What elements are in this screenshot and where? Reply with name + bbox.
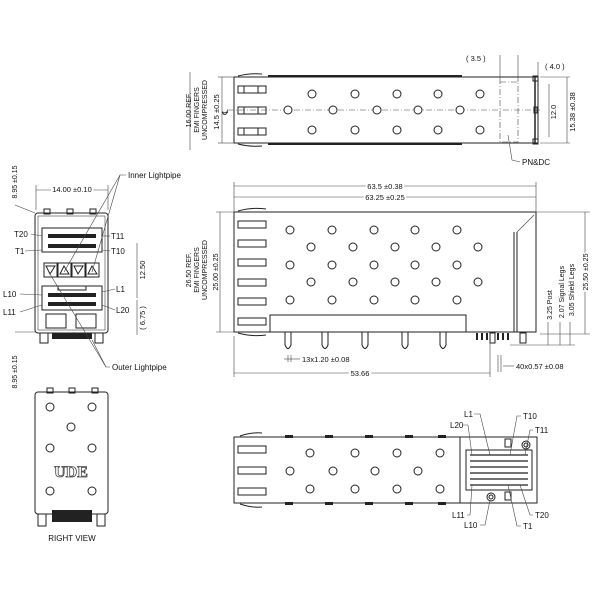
top-view: PN&DC 14.5 ±0.25 ℄ 16.00 REF. EMI FINGER… <box>186 54 577 167</box>
bottom-pin-l11: L11 <box>452 511 465 520</box>
centerline-symbol: ℄ <box>221 109 230 116</box>
front-bottom-offset: 8.95 ±0.15 <box>12 355 19 388</box>
front-top-offset: 8.95 ±0.15 <box>12 165 19 198</box>
pndc-callout: PN&DC <box>522 158 550 167</box>
front-view: T20 T1 T11 T10 L10 L11 L1 L20 Inner Ligh… <box>3 165 181 388</box>
right-view-body <box>34 391 109 515</box>
front-pin-t11: T11 <box>111 232 125 241</box>
dim-4-0: ( 4.0 ) <box>545 62 565 71</box>
bottom-pin-t11: T11 <box>535 426 549 435</box>
front-pin-l1: L1 <box>116 285 125 294</box>
front-pin-t1: T1 <box>15 247 25 256</box>
dim-15-38: 15.38 ±0.38 <box>568 92 577 132</box>
dim-12-0: 12.0 <box>549 105 558 120</box>
front-pitch-dim: 12.50 <box>138 261 147 280</box>
bottom-pin-t20: T20 <box>535 511 549 520</box>
side-overall-1: 63.5 ±0.38 <box>367 182 402 191</box>
bottom-pin-l20: L20 <box>450 421 464 430</box>
top-ref-3: UNCOMPRESSED <box>202 80 209 140</box>
length-dim: 53.66 <box>351 369 370 378</box>
side-view-body <box>233 211 537 333</box>
side-height: 25.00 ±0.25 <box>213 253 220 290</box>
bottom-view-body <box>233 436 461 504</box>
pitch-40x: 40x0.57 ±0.08 <box>516 362 564 371</box>
top-ref-1: 16.00 REF. <box>186 93 193 128</box>
side-ref-3: UNCOMPRESSED <box>202 240 209 300</box>
bottom-pin-l1: L1 <box>464 410 473 419</box>
side-ref-2: EMI FINGERS <box>194 247 201 293</box>
inner-lightpipe-callout: Inner Lightpipe <box>128 171 181 180</box>
front-pin-l20: L20 <box>116 306 130 315</box>
outer-lightpipe-callout: Outer Lightpipe <box>112 363 167 372</box>
side-ref-1: 26.50 REF. <box>186 253 193 288</box>
side-overall-2: 63.25 ±0.25 <box>365 193 405 202</box>
front-pin-t10: T10 <box>111 247 125 256</box>
signal-legs-dim: 2.07 Signal Legs <box>559 265 566 318</box>
front-pin-l11: L11 <box>3 308 16 317</box>
shield-legs-dim: 3.05 Shield Legs <box>569 263 576 316</box>
front-lower-dim: ( 6.75 ) <box>138 306 147 330</box>
top-height-dim: 14.5 ±0.25 <box>212 94 221 129</box>
right-view: UDE RIGHT VIEW <box>34 387 109 543</box>
front-pin-l10: L10 <box>3 290 17 299</box>
bottom-pin-t10: T10 <box>523 412 537 421</box>
dim-3-5: ( 3.5 ) <box>466 54 486 63</box>
front-pin-t20: T20 <box>14 230 28 239</box>
right-view-label: RIGHT VIEW <box>48 534 96 543</box>
post-dim: 3.25 Post <box>547 290 554 320</box>
bottom-view: L1 L20 T10 T11 L11 L10 T20 T1 <box>233 410 549 531</box>
side-height-right: 25.50 ±0.25 <box>583 253 590 290</box>
bottom-pin-l10: L10 <box>464 521 478 530</box>
bottom-pin-t1: T1 <box>523 522 533 531</box>
ude-logo: UDE <box>54 464 88 481</box>
pitch-13x: 13x1.20 ±0.08 <box>302 355 350 364</box>
top-ref-2: EMI FINGERS <box>194 87 201 133</box>
front-width-dim: 14.00 ±0.10 <box>52 185 92 194</box>
side-view: 63.5 ±0.38 63.25 ±0.25 26.50 REF. EMI FI… <box>186 180 592 380</box>
